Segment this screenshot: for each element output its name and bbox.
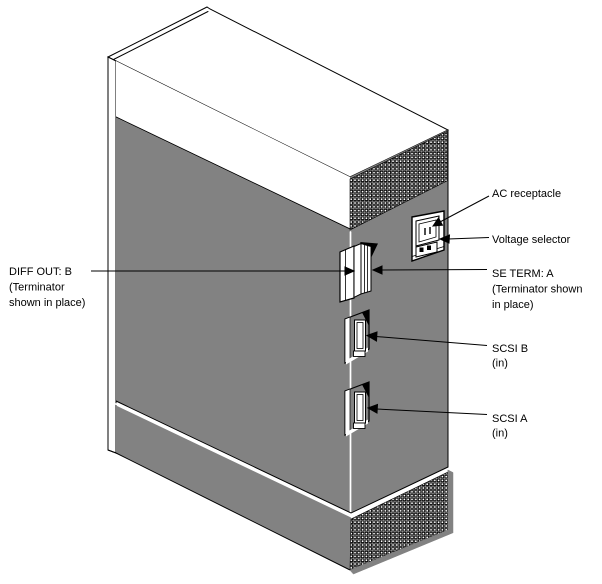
side-top-bezel xyxy=(116,61,350,229)
tower-chassis xyxy=(106,6,454,575)
top-face xyxy=(106,6,450,178)
diff-out-b-label: DIFF OUT: B (Terminator shown in place) xyxy=(9,266,85,309)
ac-receptacle-arrow-icon xyxy=(431,217,444,227)
se-term-a-label-line-1: SE TERM: A xyxy=(492,268,554,280)
base-bottom-edge-line xyxy=(107,449,351,571)
se-term-a-label: SE TERM: A (Terminator shown in place) xyxy=(492,268,582,311)
ac-receptacle-leader-line xyxy=(438,195,490,223)
diff-out-b-label-line-1: DIFF OUT: B xyxy=(9,266,72,278)
scsi-b-connector xyxy=(344,309,370,365)
scsi-b-port-slot xyxy=(356,322,364,349)
top-vent-grille xyxy=(349,131,448,231)
ac-inlet-inner-outline xyxy=(418,219,437,243)
scsi-a-port-bracket xyxy=(353,422,366,429)
scsi-b-leader-line xyxy=(375,336,488,346)
scsi-a-label-line-2: (in) xyxy=(492,428,508,440)
callout-leaders xyxy=(91,195,490,415)
voltage-window-mark xyxy=(419,247,424,252)
voltage-window-mark xyxy=(427,245,431,250)
scsi-b-label: SCSI B (in) xyxy=(492,343,528,370)
scsi-b-port-bracket xyxy=(353,350,366,357)
se-term-a-label-line-2: (Terminator shown xyxy=(492,284,582,296)
scsi-b-recess-top-shadow xyxy=(362,310,369,326)
scsi-a-connector xyxy=(344,381,370,437)
side-panel-face xyxy=(116,117,350,513)
base-side-face xyxy=(116,405,351,570)
scsi-a-label: SCSI A (in) xyxy=(492,413,528,440)
ac-inlet-pins xyxy=(424,227,431,235)
terminator-left-face xyxy=(353,242,362,299)
ac-receptacle-label: AC receptacle xyxy=(492,188,561,200)
voltage-selector-arrow-icon xyxy=(438,234,451,244)
diff-out-b-label-line-3: shown in place) xyxy=(9,297,85,309)
voltage-selector-leader-line xyxy=(447,237,490,240)
base-seam-line xyxy=(115,400,449,514)
terminator-right-face xyxy=(360,242,372,295)
scsi-a-label-line-1: SCSI A xyxy=(492,413,528,425)
terminator-detail-lines xyxy=(364,244,368,293)
se-term-a-arrow-icon xyxy=(371,265,383,275)
scsi-a-leader-line xyxy=(375,408,488,415)
top-lid-edge-line xyxy=(112,11,209,61)
bezel-boundary-line xyxy=(115,116,351,230)
base-right-sliver xyxy=(447,469,454,534)
scsi-b-label-line-1: SCSI B xyxy=(492,343,528,355)
front-edge-face xyxy=(107,56,117,454)
scsi-b-arrow-icon xyxy=(365,331,378,342)
voltage-window-frame xyxy=(415,241,438,258)
voltage-selector-label: Voltage selector xyxy=(492,234,571,246)
se-term-a-leader-line xyxy=(380,269,488,271)
base-pedestal xyxy=(107,400,454,575)
scsi-a-arrow-icon xyxy=(366,403,379,414)
scsi-a-port-slot xyxy=(356,394,364,421)
base-seam-highlight xyxy=(115,403,449,517)
base-bottom-rim xyxy=(349,529,454,575)
se-term-a-label-line-3: in place) xyxy=(492,299,534,311)
diff-out-b-label-line-2: (Terminator xyxy=(9,282,65,294)
scsi-a-recess-top-shadow xyxy=(362,382,369,398)
scsi-a-recess-left-wall xyxy=(344,388,351,436)
voltage-selector-window xyxy=(415,241,438,258)
callout-labels: DIFF OUT: B (Terminator shown in place) … xyxy=(9,188,582,440)
scsi-b-recess-left-wall xyxy=(344,316,351,364)
diff-out-b-arrow-icon xyxy=(344,266,356,276)
scsi-b-label-line-2: (in) xyxy=(492,358,508,370)
